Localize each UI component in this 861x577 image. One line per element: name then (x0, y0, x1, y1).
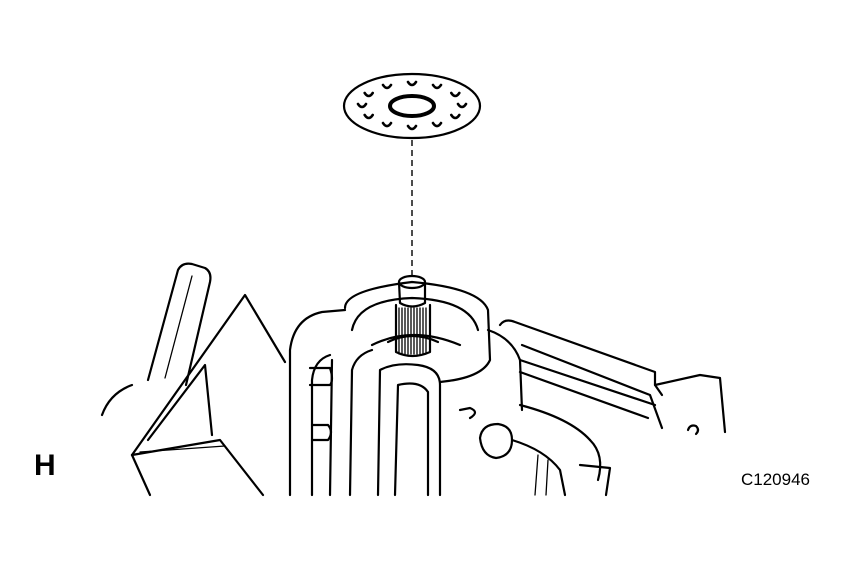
washer-tooth (363, 91, 374, 98)
washer-tooth (431, 121, 443, 128)
washer-tooth (406, 124, 418, 131)
washer-tooth (406, 80, 418, 87)
washer-tooth (450, 113, 461, 120)
toothed-washer-icon (342, 72, 482, 140)
plate (130, 293, 287, 497)
figure-code: C120946 (741, 470, 811, 489)
spline-shaft-icon (370, 274, 462, 358)
washer-tooth (381, 121, 393, 128)
step-letter: H (34, 449, 56, 482)
bracket-arm (146, 262, 212, 387)
washer-tooth (450, 91, 461, 98)
washer-tooth (381, 83, 393, 90)
washer-tooth (431, 83, 443, 90)
washer-tooth (356, 102, 368, 109)
left-fragment (100, 383, 134, 417)
right-rail (498, 319, 727, 436)
housing-icon (288, 280, 612, 497)
washer-tooth (456, 102, 468, 109)
washer-tooth (363, 113, 374, 120)
